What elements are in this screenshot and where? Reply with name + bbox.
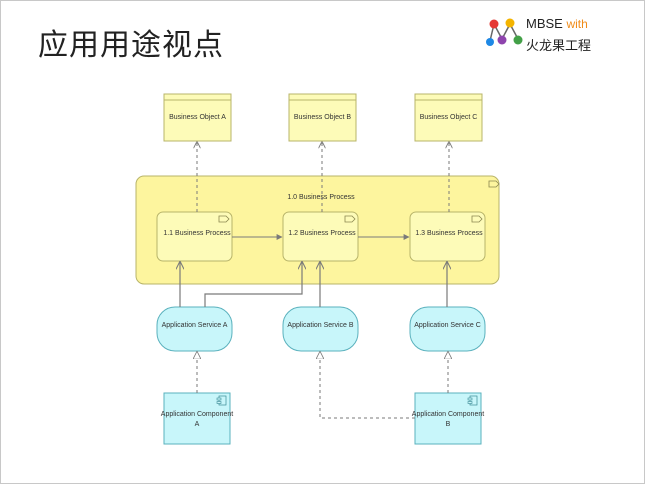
business-object-b-label: Business Object B: [294, 114, 352, 121]
service-c-label: Application Service C: [414, 322, 481, 329]
business-object-a[interactable]: Business Object A: [163, 93, 232, 142]
realization-connectors: [197, 352, 448, 419]
used-by-a-to-1-2: [204, 262, 302, 307]
application-component-b[interactable]: Application Component B: [412, 392, 484, 445]
mbse-logo-icon: [486, 18, 523, 46]
business-object-c-label: Business Object C: [420, 114, 478, 121]
logo-mbse: MBSE: [526, 16, 563, 31]
logo: MBSE with 火龙果工程: [484, 14, 624, 54]
component-a-line1: Application Component: [161, 411, 233, 418]
process-1-2-label: 1.2 Business Process: [288, 230, 356, 237]
component-a-line2: A: [195, 421, 200, 428]
parent-process-label: 1.0 Business Process: [287, 194, 355, 201]
service-a-label: Application Service A: [162, 322, 228, 329]
page-title: 应用用途视点: [38, 28, 224, 63]
process-arrow-icon: [488, 180, 500, 188]
business-process-1-3[interactable]: 1.3 Business Process: [409, 211, 486, 262]
used-by-connectors: [180, 262, 447, 307]
component-b-line2: B: [446, 421, 451, 428]
business-process-1-1[interactable]: 1.1 Business Process: [156, 211, 233, 262]
component-icon: [467, 395, 478, 406]
application-service-b[interactable]: Application Service B: [282, 306, 359, 352]
component-icon: [216, 395, 227, 406]
logo-text-line1: MBSE with: [526, 16, 588, 31]
service-b-label: Application Service B: [287, 322, 353, 329]
application-service-a[interactable]: Application Service A: [156, 306, 233, 352]
component-b-line1: Application Component: [412, 411, 484, 418]
business-process-1-2[interactable]: 1.2 Business Process: [282, 211, 359, 262]
process-arrow-icon: [218, 215, 230, 223]
process-arrow-icon: [344, 215, 356, 223]
process-1-3-label: 1.3 Business Process: [415, 230, 483, 237]
realization-b-to-b: [320, 352, 415, 419]
application-component-a[interactable]: Application Component A: [161, 392, 233, 445]
process-1-1-label: 1.1 Business Process: [163, 230, 231, 237]
application-service-c[interactable]: Application Service C: [409, 306, 486, 352]
business-object-a-label: Business Object A: [169, 114, 226, 121]
process-arrow-icon: [471, 215, 483, 223]
business-object-c[interactable]: Business Object C: [414, 93, 483, 142]
logo-text-line2: 火龙果工程: [526, 39, 592, 54]
business-object-b[interactable]: Business Object B: [288, 93, 357, 142]
logo-with: with: [566, 17, 588, 31]
